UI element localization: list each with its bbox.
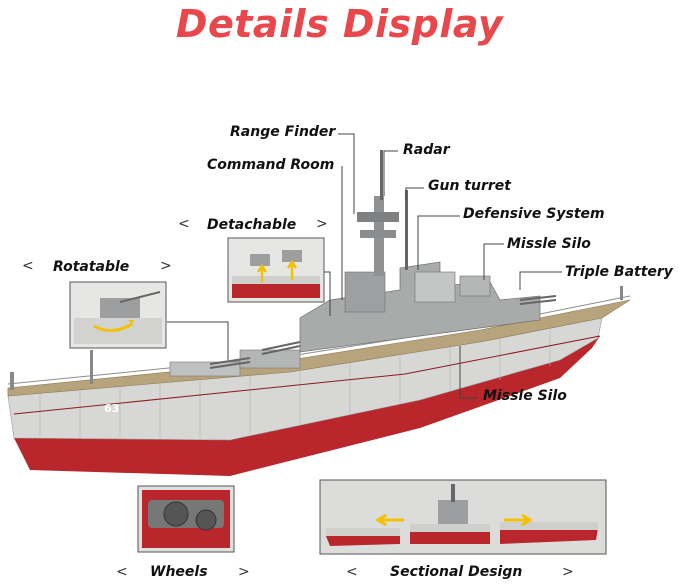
callout-range-finder: Range Finder: [230, 124, 336, 140]
hull-number: 63: [104, 402, 119, 415]
rotatable-inset: [69, 281, 167, 349]
callout-wheels: Wheels: [150, 564, 208, 580]
yellow-arrow-icon: [93, 322, 133, 332]
chevron-left-icon: <: [22, 258, 34, 274]
chevron-right-icon: >: [238, 564, 250, 580]
chevron-right-icon: >: [316, 216, 328, 232]
callout-command-room: Command Room: [207, 157, 335, 173]
callout-rotatable: Rotatable: [53, 259, 130, 275]
chevron-left-icon: <: [346, 564, 358, 580]
sectional-design-inset: [319, 479, 607, 555]
battleship-model: 63: [7, 150, 631, 476]
chevron-right-icon: >: [160, 258, 172, 274]
callout-defensive-system: Defensive System: [463, 206, 605, 222]
leader-lines: [167, 133, 562, 399]
callout-radar: Radar: [403, 142, 450, 158]
callout-sectional-design: Sectional Design: [390, 564, 523, 580]
wheels-inset: [137, 485, 235, 553]
page-title: Details Display: [175, 2, 504, 46]
callout-missle-silo-bottom: Missle Silo: [483, 388, 567, 404]
chevron-right-icon: >: [562, 564, 574, 580]
chevron-left-icon: <: [116, 564, 128, 580]
callout-detachable: Detachable: [207, 217, 297, 233]
callout-triple-battery: Triple Battery: [565, 264, 673, 280]
chevron-left-icon: <: [178, 216, 190, 232]
detachable-inset: [227, 237, 325, 303]
callout-gun-turret: Gun turret: [428, 178, 511, 194]
callout-missle-silo-top: Missle Silo: [507, 236, 591, 252]
